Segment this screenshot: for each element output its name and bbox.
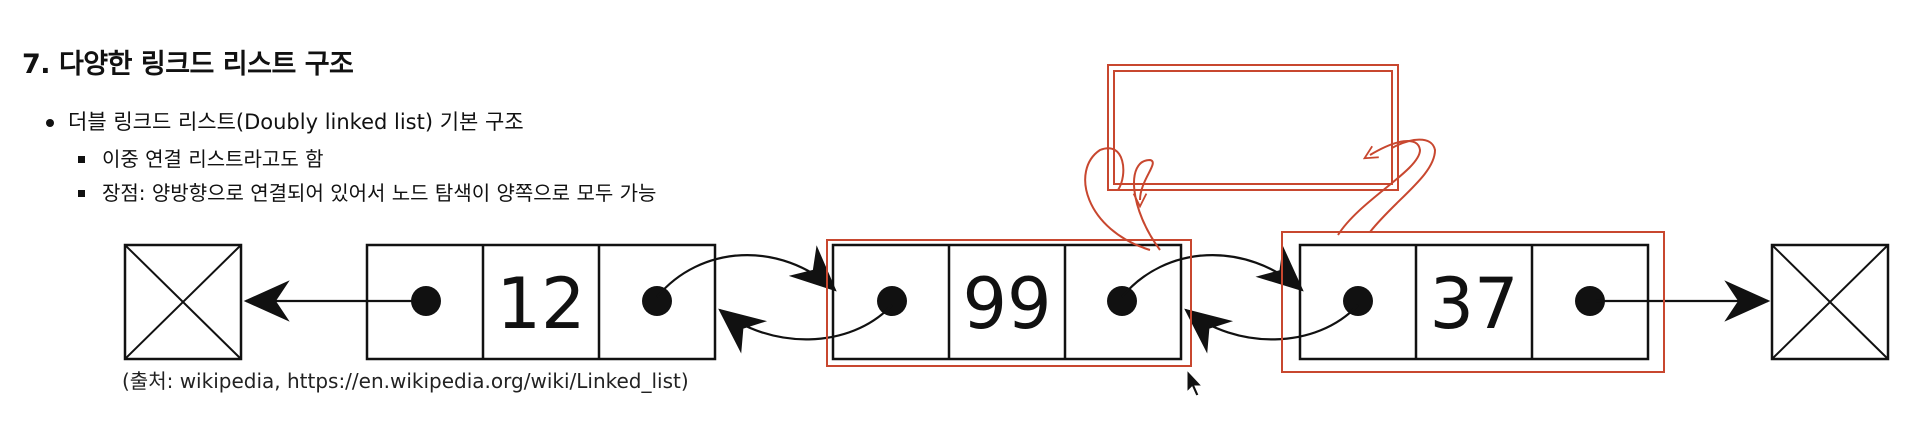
prev-arrow-99-to-12 — [718, 304, 893, 354]
node-value: 37 — [1429, 263, 1518, 345]
insert-node-annotation — [826, 64, 1665, 373]
next-pointer-dot — [642, 286, 672, 316]
prev-pointer-dot — [411, 286, 441, 316]
next-pointer-dot — [1107, 286, 1137, 316]
sub-bullet-item: 장점: 양방향으로 연결되어 있어서 노드 탐색이 양쪽으로 모두 가능 — [68, 176, 656, 210]
node-value: 99 — [962, 263, 1051, 345]
highlight-node-99 — [826, 239, 1192, 367]
source-caption: (출처: wikipedia, https://en.wikipedia.org… — [122, 369, 689, 393]
sub-bullet-item: 이중 연결 리스트라고도 함 — [68, 142, 656, 176]
bullet-item: 더블 링크드 리스트(Doubly linked list) 기본 구조 이중 … — [40, 108, 656, 210]
next-arrow-12-to-99 — [656, 245, 837, 298]
next-arrow-99-to-37 — [1121, 245, 1304, 298]
prev-arrow-37-to-99 — [1184, 304, 1359, 354]
next-pointer-dot — [1575, 286, 1605, 316]
node-99 — [831, 243, 1183, 361]
node-12 — [365, 243, 717, 361]
sub-bullet-list: 이중 연결 리스트라고도 함 장점: 양방향으로 연결되어 있어서 노드 탐색이… — [68, 142, 656, 210]
pointer-arrows — [243, 245, 1771, 354]
bullet-list: 더블 링크드 리스트(Doubly linked list) 기본 구조 이중 … — [40, 108, 656, 210]
node-value: 12 — [496, 263, 585, 345]
highlight-node-37 — [1281, 231, 1665, 373]
null-box-left — [123, 243, 243, 361]
mouse-cursor-icon — [1186, 368, 1204, 397]
bullet-text: 더블 링크드 리스트(Doubly linked list) 기본 구조 — [68, 110, 524, 134]
slide-title: 7. 다양한 링크드 리스트 구조 — [22, 49, 354, 80]
null-box-right — [1770, 243, 1890, 361]
prev-pointer-dot — [877, 286, 907, 316]
node-37 — [1298, 243, 1650, 361]
prev-pointer-dot — [1343, 286, 1373, 316]
